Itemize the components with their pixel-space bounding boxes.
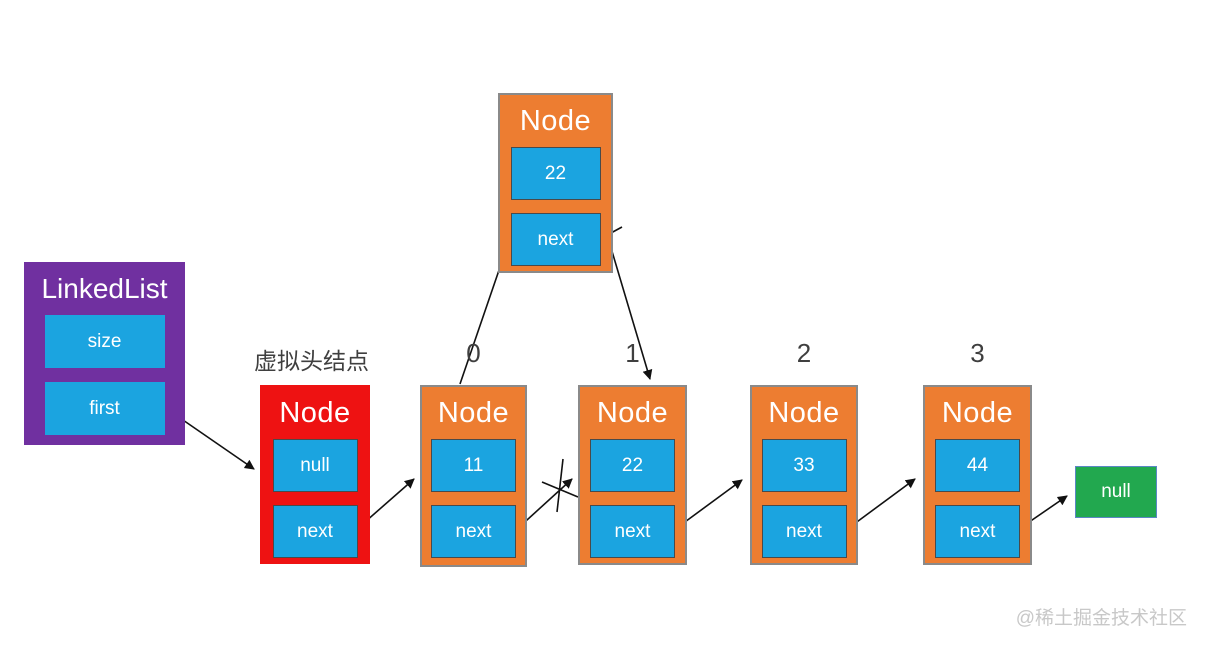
dummy-head-label: 虚拟头结点 [254, 348, 369, 374]
list-node-3: Node 44 next [923, 385, 1032, 565]
linkedlist-title: LinkedList [41, 272, 168, 304]
linkedlist-size-field: size [44, 315, 165, 368]
node-title: Node [941, 396, 1014, 429]
index-label-0: 0 [466, 338, 481, 368]
list-node-1: Node 22 next [578, 385, 687, 565]
node-value-field: 44 [935, 439, 1020, 492]
node-next-field: next [510, 213, 601, 266]
list-node-2: Node 33 next [750, 385, 858, 565]
node-value-field: 11 [431, 439, 516, 492]
node-value-field: 33 [761, 439, 847, 492]
break-cross-stroke-1 [556, 458, 564, 513]
node-title: Node [596, 396, 669, 429]
node-title: Node [279, 396, 351, 429]
watermark: @稀土掘金技术社区 [1015, 608, 1187, 629]
index-label-1: 1 [625, 338, 640, 368]
node-next-field: next [935, 505, 1020, 558]
node-next-field: next [761, 505, 847, 558]
floating-node: Node 22 next [498, 93, 613, 273]
dummy-head-node: Node null next [260, 385, 370, 564]
break-cross-stroke-2 [541, 481, 579, 498]
node-title: Node [437, 396, 510, 429]
node-value-field: 22 [510, 147, 601, 200]
index-label-3: 3 [970, 338, 985, 368]
node-next-field: next [272, 505, 358, 558]
node-next-field: next [431, 505, 516, 558]
linkedlist-first-field: first [44, 382, 165, 435]
node-title: Node [519, 104, 592, 137]
list-node-0: Node 11 next [420, 385, 527, 567]
null-terminator-box: null [1075, 466, 1157, 518]
node-value-field: 22 [590, 439, 675, 492]
index-label-2: 2 [796, 338, 812, 368]
node-title: Node [768, 396, 840, 429]
node-value-field: null [272, 439, 358, 492]
node-next-field: next [590, 505, 675, 558]
linkedlist-box: LinkedList size first [24, 262, 185, 445]
